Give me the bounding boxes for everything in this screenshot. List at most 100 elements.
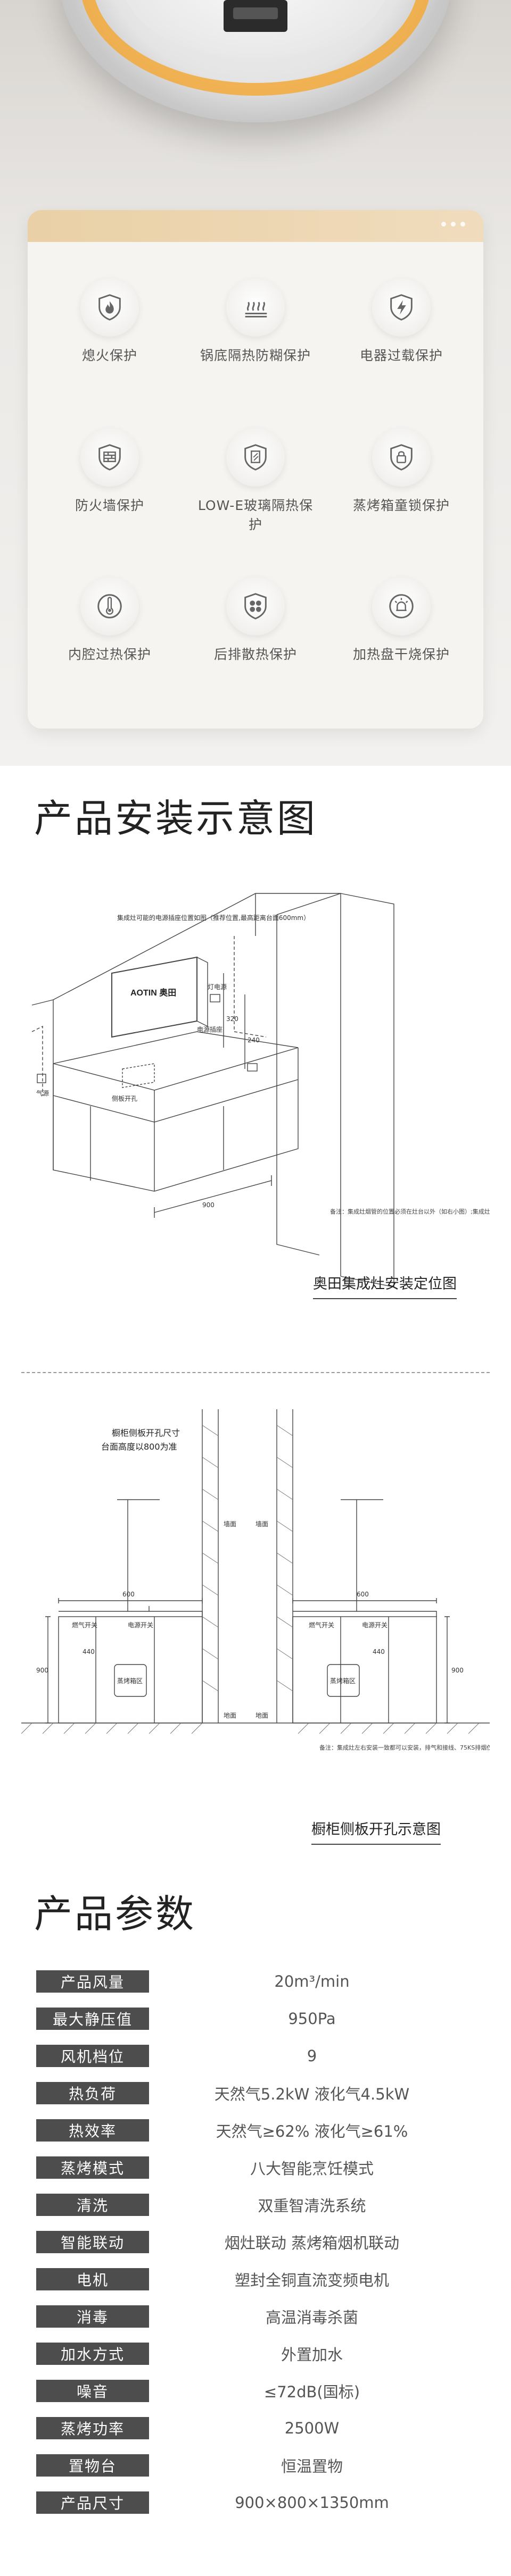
param-value: 塑封全铜直流变频电机 [234, 2271, 389, 2289]
diagram2-header-1: 橱柜侧板开孔尺寸 [112, 1428, 180, 1438]
feature-label: 后排散热保护 [213, 647, 297, 662]
feature-label: 蒸烤箱童锁保护 [352, 498, 450, 513]
param-row: 加水方式 外置加水 [36, 2340, 475, 2368]
dim-600-right: 600 [357, 1591, 369, 1598]
feature-label: 熄火保护 [81, 348, 137, 363]
label-gas-valve-left: 燃气开关 [72, 1621, 97, 1629]
dim-900: 900 [202, 1201, 215, 1209]
card-header-band [28, 210, 483, 242]
param-value: 天然气≥62% 液化气≥61% [216, 2122, 408, 2140]
installation-position-diagram: 集成灶可能的电源插座位置如图（推荐位置,最高距离台面600mm） AOTIN 奥… [31, 893, 490, 1287]
param-value: 950Pa [288, 2010, 336, 2028]
install-note-1: 备注：集成灶烟管的位置必须在灶台以外（如右小图）;集成灶烟管的直径≥φ160mm… [330, 1208, 490, 1215]
install-callout-text: 集成灶可能的电源插座位置如图（推荐位置,最高距离台面600mm） [117, 914, 310, 922]
dim-900-left: 900 [36, 1667, 48, 1674]
param-row: 电机 塑封全铜直流变频电机 [36, 2265, 475, 2293]
carousel-dot[interactable] [441, 222, 446, 227]
label-power: 灯电源 [208, 983, 227, 991]
feature-item: 后排散热保护 [197, 577, 314, 663]
dim-320: 320 [226, 1015, 238, 1023]
label-gas-valve-right: 燃气开关 [309, 1621, 334, 1629]
feature-item: 内腔过热保护 [51, 577, 168, 663]
carousel-dot[interactable] [460, 222, 465, 227]
diagram1-caption: 奥田集成灶安装定位图 [313, 1272, 457, 1299]
param-label: 蒸烤功率 [36, 2417, 149, 2439]
feature-label: 防火墙保护 [75, 498, 144, 513]
param-row: 智能联动 烟灶联动 蒸烤箱烟机联动 [36, 2228, 475, 2256]
hero-control-knob [224, 0, 287, 32]
param-row: 消毒高温消毒杀菌 [36, 2303, 475, 2330]
param-value: 烟灶联动 蒸烤箱烟机联动 [224, 2234, 400, 2252]
flame-shield-icon [80, 278, 139, 337]
diagram2-caption: 橱柜侧板开孔示意图 [311, 1818, 441, 1845]
param-label: 加水方式 [36, 2343, 149, 2365]
glass-panel-shield-icon [226, 428, 285, 487]
feature-item: LOW-E玻璃隔热保护 [197, 428, 314, 533]
param-row: 蒸烤模式 八大智能烹饪模式 [36, 2154, 475, 2181]
label-floor-right: 地面 [256, 1712, 268, 1719]
brand-logo-text: AOTIN 奥田 [130, 988, 176, 998]
diagram2-header-2: 台面高度以800为准 [101, 1442, 177, 1452]
brick-wall-shield-icon [80, 428, 139, 487]
label-side-hole: 侧板开孔 [112, 1095, 137, 1102]
carousel-dot[interactable] [451, 222, 456, 227]
label-wall-left: 墙面 [224, 1520, 236, 1528]
param-label: 噪音 [36, 2380, 149, 2402]
param-label: 置物台 [36, 2454, 149, 2477]
section-divider [21, 1372, 490, 1373]
param-value: 八大智能烹饪模式 [250, 2160, 374, 2178]
feature-item: 加热盘干烧保护 [343, 577, 460, 663]
heating-plate-alarm-icon [372, 577, 431, 635]
param-label: 智能联动 [36, 2231, 149, 2253]
param-value: ≤72dB(国标) [263, 2383, 360, 2401]
label-oven-area-left: 蒸烤箱区 [117, 1677, 143, 1685]
label-wall-right: 墙面 [256, 1520, 268, 1528]
param-value: 恒温置物 [281, 2457, 343, 2475]
params-section-title: 产品参数 [34, 1892, 196, 1936]
label-oven-area-right: 蒸烤箱区 [330, 1677, 356, 1685]
install-section-title: 产品安装示意图 [34, 796, 318, 841]
lock-shield-icon [372, 428, 431, 487]
heat-waves-icon [226, 278, 285, 337]
label-power-switch-left: 电源开关 [128, 1621, 153, 1629]
thermometer-icon [80, 577, 139, 635]
param-label: 消毒 [36, 2305, 149, 2328]
label-floor-left: 地面 [224, 1712, 236, 1719]
param-value: 外置加水 [281, 2346, 343, 2364]
dim-600-left: 600 [122, 1591, 135, 1598]
param-value: 900×800×1350mm [235, 2494, 389, 2512]
hero-section: 熄火保护 锅底隔热防糊保护 电器过载保护 防火墙保护 [0, 0, 511, 766]
feature-label: LOW-E玻璃隔热保护 [197, 498, 314, 532]
cabinet-side-hole-diagram: 橱柜侧板开孔尺寸 台面高度以800为准 [21, 1409, 490, 1751]
param-value: 双重智清洗系统 [258, 2197, 366, 2215]
param-label: 热效率 [36, 2119, 149, 2142]
install-callout: 集成灶可能的电源插座位置如图（推荐位置,最高距离台面600mm） [117, 914, 310, 922]
feature-item: 熄火保护 [51, 278, 168, 364]
dim-240: 240 [248, 1036, 260, 1044]
param-row: 蒸烤功率 2500W [36, 2414, 475, 2442]
param-label: 蒸烤模式 [36, 2156, 149, 2179]
dim-900-right: 900 [451, 1667, 464, 1674]
feature-label: 锅底隔热防糊保护 [200, 348, 311, 363]
param-row: 清洗 双重智清洗系统 [36, 2191, 475, 2219]
protection-features-card: 熄火保护 锅底隔热防糊保护 电器过载保护 防火墙保护 [28, 210, 483, 729]
feature-label: 加热盘干烧保护 [352, 647, 450, 662]
param-value: 2500W [284, 2419, 340, 2437]
param-row: 热负荷天然气5.2kW 液化气4.5kW [36, 2079, 475, 2107]
feature-item: 防火墙保护 [51, 428, 168, 514]
feature-item: 锅底隔热防糊保护 [197, 278, 314, 364]
install-note-2: 备注：集成灶左右安装一致都可以安装，排气和接线、75KS排烟仅考虑不连接排烟开孔… [319, 1744, 490, 1751]
label-outlet: 电源插座 [197, 1025, 222, 1033]
param-label: 电机 [36, 2268, 149, 2290]
carousel-dots[interactable] [441, 222, 465, 227]
dim-440-right: 440 [373, 1648, 385, 1655]
param-value: 天然气5.2kW 液化气4.5kW [214, 2085, 410, 2103]
param-row: 噪音 ≤72dB(国标) [36, 2377, 475, 2405]
feature-label: 电器过载保护 [359, 348, 443, 363]
param-label: 清洗 [36, 2194, 149, 2216]
